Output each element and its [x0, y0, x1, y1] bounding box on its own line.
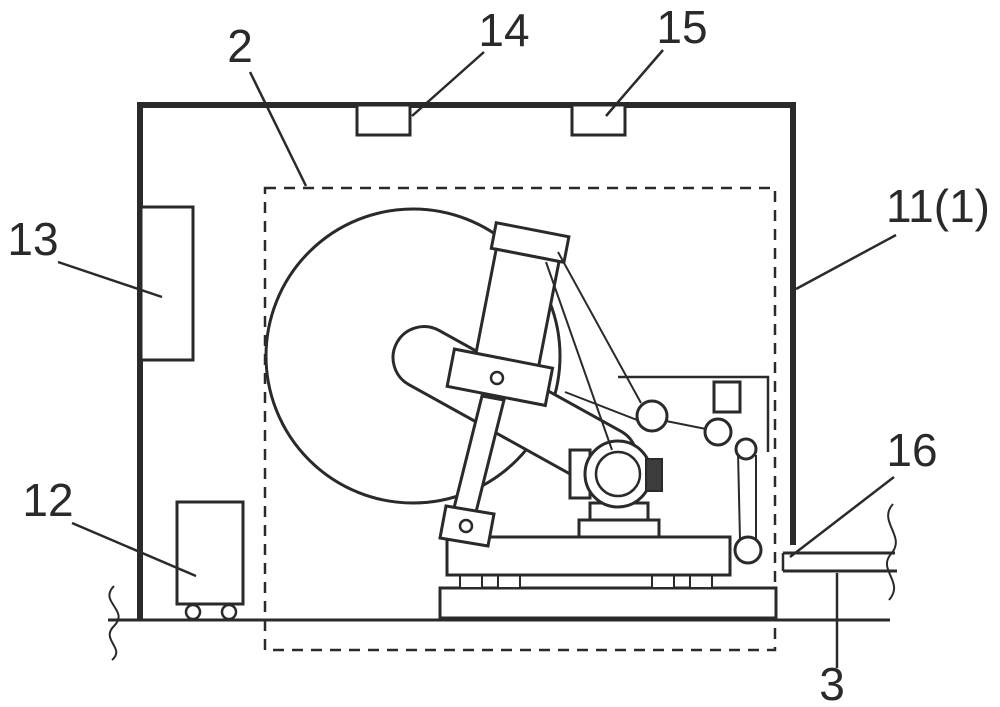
wheel-left — [184, 603, 202, 621]
leader-line-11 — [795, 233, 897, 291]
spindle-block-right — [645, 458, 663, 492]
top-port-right — [570, 103, 627, 137]
clevis-pin — [458, 518, 474, 534]
break-line-right — [885, 503, 897, 601]
top-port-left — [355, 103, 412, 137]
machine-assembly — [264, 207, 778, 620]
leader-line-13 — [57, 260, 163, 299]
leader-line-14 — [411, 51, 485, 117]
web-line — [557, 251, 642, 404]
spindle-head — [568, 439, 663, 509]
machine-feet — [459, 574, 713, 589]
enclosure-wall — [137, 102, 796, 620]
web-line — [737, 451, 741, 541]
break-line-left — [108, 585, 120, 661]
web-line — [665, 420, 707, 430]
tension-block — [712, 380, 742, 414]
side-panel-box — [139, 205, 195, 362]
guide-roller — [734, 437, 758, 461]
ref-label-2: 2 — [227, 20, 253, 72]
leader-line-15 — [605, 49, 664, 117]
web-line — [545, 261, 613, 451]
spindle-inner — [594, 450, 642, 498]
ref-label-15: 15 — [656, 1, 707, 53]
spindle-pedestal — [577, 501, 661, 539]
piston-rod — [438, 394, 506, 548]
guide-roller — [733, 535, 763, 565]
dashed-boundary — [263, 186, 777, 652]
enclosure — [137, 102, 796, 620]
ref-label-13: 13 — [7, 213, 58, 265]
ref-label-12: 12 — [22, 474, 73, 526]
reference-labels: 2 14 15 13 11(1) 12 16 3 — [7, 1, 990, 707]
guide-roller — [703, 417, 733, 447]
guide-roller — [635, 399, 669, 433]
wheeled-unit-body — [175, 500, 245, 606]
ref-label-3: 3 — [819, 658, 845, 707]
break-lines — [108, 503, 897, 661]
web-line — [564, 391, 638, 421]
wheel-right — [220, 603, 238, 621]
wheeled-unit — [175, 500, 245, 621]
crosshead-pivot — [489, 370, 505, 386]
ref-label-11: 11(1) — [886, 180, 990, 232]
ref-label-16: 16 — [886, 424, 937, 476]
leader-line-12 — [71, 521, 197, 578]
web-guide-frame — [545, 251, 770, 565]
leader-lines — [57, 49, 897, 668]
base-slab — [438, 586, 778, 620]
leader-line-2 — [248, 71, 308, 187]
ref-label-14: 14 — [478, 4, 529, 56]
leader-line-16 — [789, 476, 895, 558]
outlet-table — [781, 551, 897, 573]
